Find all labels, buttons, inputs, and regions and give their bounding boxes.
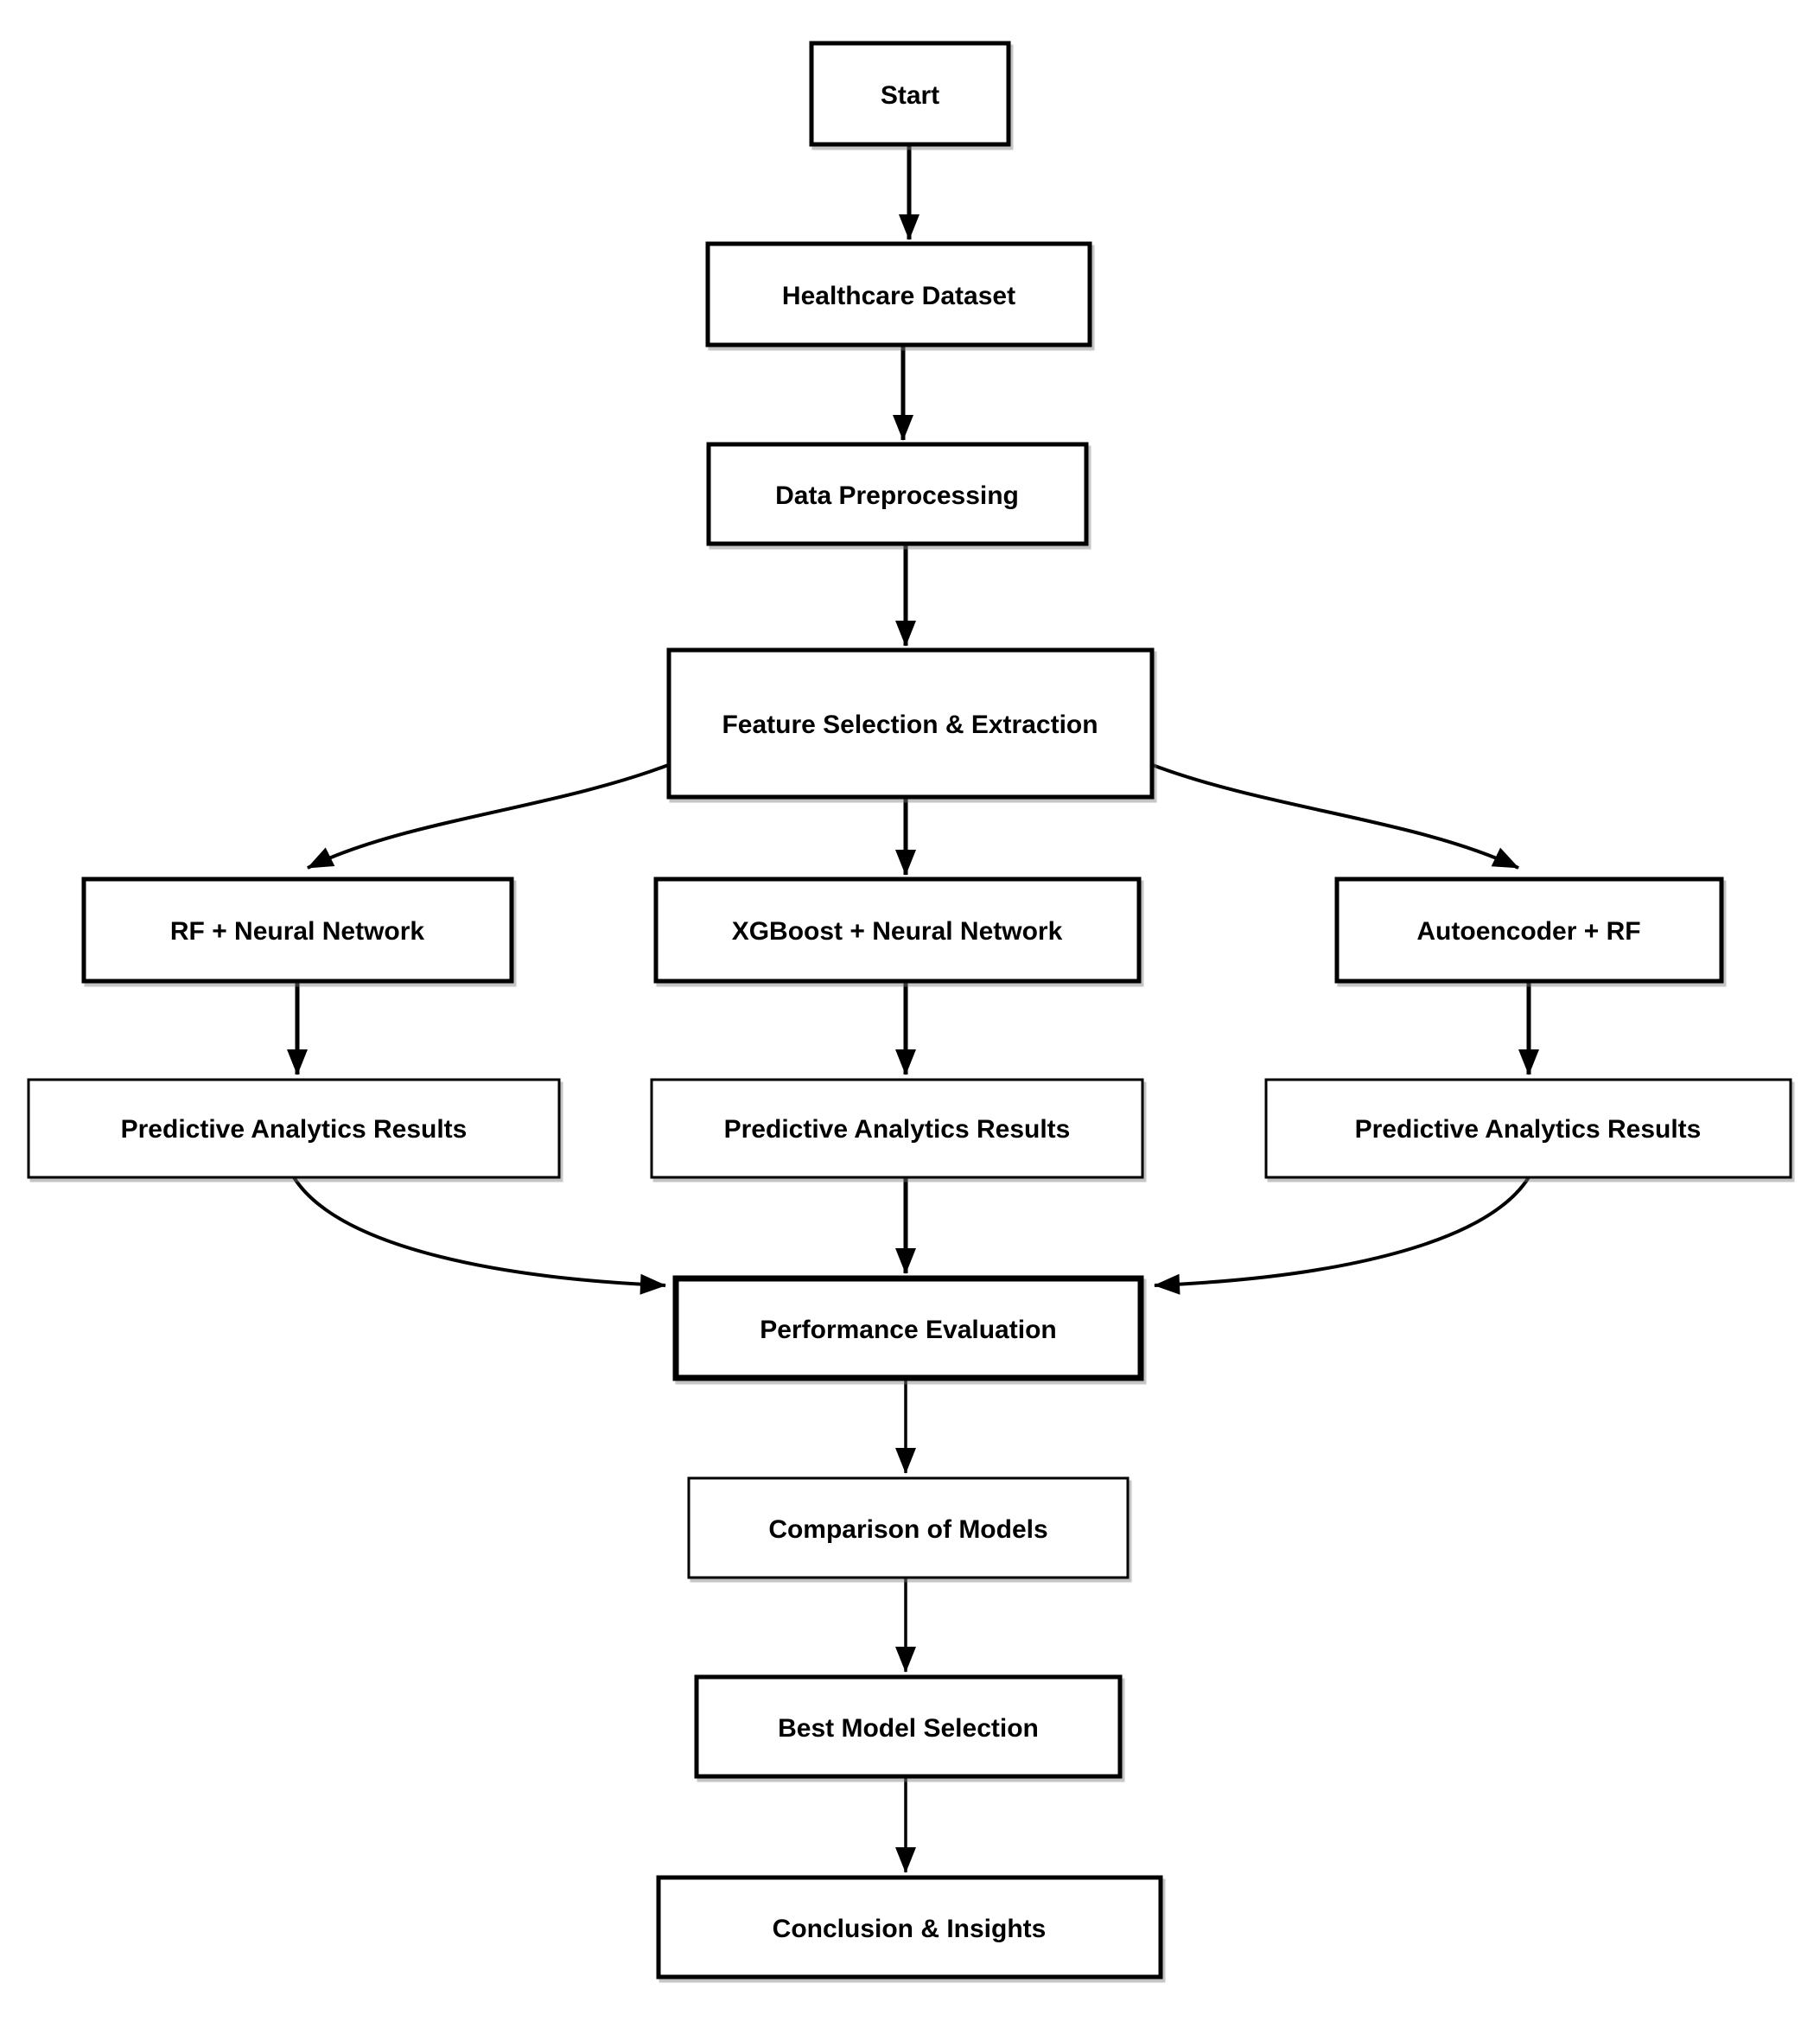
node-predictive-results-right: Predictive Analytics Results — [1264, 1078, 1792, 1179]
edge-feature-selection-to-rf — [307, 762, 671, 870]
node-predictive-results-left-label: Predictive Analytics Results — [121, 1115, 468, 1144]
node-healthcare-dataset-label: Healthcare Dataset — [782, 282, 1015, 310]
nodes: Start Healthcare Dataset Data Preprocess… — [27, 41, 1792, 1980]
node-autoencoder-rf-box — [1334, 877, 1724, 984]
node-data-preprocessing-label: Data Preprocessing — [775, 481, 1019, 510]
node-comparison-of-models-label: Comparison of Models — [768, 1515, 1047, 1544]
node-comparison-of-models: Comparison of Models — [687, 1476, 1130, 1579]
node-rf-neural-network: RF + Neural Network — [81, 877, 514, 984]
node-feature-selection-label: Feature Selection & Extraction — [722, 711, 1098, 739]
node-predictive-results-right-label: Predictive Analytics Results — [1355, 1115, 1702, 1144]
node-predictive-results-right-box — [1264, 1078, 1792, 1179]
node-conclusion-insights-label: Conclusion & Insights — [773, 1915, 1047, 1943]
node-predictive-results-middle: Predictive Analytics Results — [650, 1078, 1144, 1179]
node-start-box — [809, 41, 1011, 147]
edges — [287, 144, 1539, 1873]
edge-predictive-right-to-performance — [1154, 1176, 1530, 1295]
node-best-model-selection: Best Model Selection — [694, 1674, 1123, 1779]
node-best-model-selection-box — [694, 1674, 1123, 1779]
node-feature-selection: Feature Selection & Extraction — [666, 647, 1155, 800]
node-autoencoder-rf-label: Autoencoder + RF — [1416, 917, 1640, 946]
node-xgboost-neural-network: XGBoost + Neural Network — [653, 877, 1142, 984]
node-data-preprocessing: Data Preprocessing — [706, 442, 1089, 546]
node-predictive-results-middle-box — [650, 1078, 1144, 1179]
node-performance-evaluation-box — [672, 1275, 1144, 1381]
node-performance-evaluation: Performance Evaluation — [672, 1275, 1144, 1381]
edge-feature-selection-to-autoencoder — [1149, 762, 1519, 870]
node-rf-neural-network-label: RF + Neural Network — [170, 917, 425, 946]
node-start: Start — [809, 41, 1011, 147]
node-best-model-selection-label: Best Model Selection — [778, 1714, 1039, 1743]
node-performance-evaluation-label: Performance Evaluation — [760, 1316, 1056, 1344]
node-conclusion-insights: Conclusion & Insights — [656, 1875, 1163, 1980]
node-xgboost-neural-network-box — [653, 877, 1142, 984]
edge-predictive-left-to-performance — [292, 1176, 666, 1295]
node-start-label: Start — [881, 81, 939, 110]
node-conclusion-insights-box — [656, 1875, 1163, 1980]
node-xgboost-neural-network-label: XGBoost + Neural Network — [732, 917, 1063, 946]
node-feature-selection-box — [666, 647, 1155, 800]
node-predictive-results-left: Predictive Analytics Results — [27, 1078, 561, 1179]
node-predictive-results-middle-label: Predictive Analytics Results — [724, 1115, 1071, 1144]
node-autoencoder-rf: Autoencoder + RF — [1334, 877, 1724, 984]
node-healthcare-dataset-box — [705, 241, 1092, 347]
node-rf-neural-network-box — [81, 877, 514, 984]
node-predictive-results-left-box — [27, 1078, 561, 1179]
node-healthcare-dataset: Healthcare Dataset — [705, 241, 1092, 347]
node-comparison-of-models-box — [687, 1476, 1130, 1579]
node-data-preprocessing-box — [706, 442, 1089, 546]
